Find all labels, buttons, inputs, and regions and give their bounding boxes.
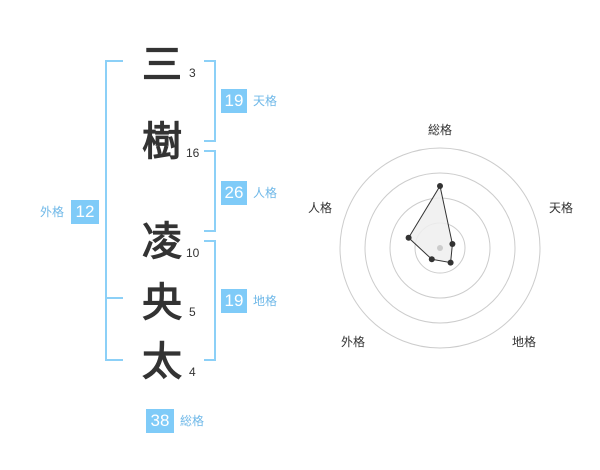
chikaku-badge: 19 — [221, 289, 247, 313]
gaikaku-label: 外格 — [40, 205, 65, 219]
jinkaku-badge: 26 — [221, 181, 247, 205]
stroke-count-1: 3 — [189, 66, 196, 80]
radar-label-gaikaku: 外格 — [341, 335, 366, 349]
chikaku-bracket — [204, 240, 216, 361]
radar-ring — [364, 172, 516, 324]
name-char-3: 凌 — [142, 219, 182, 265]
gaikaku-bracket — [105, 60, 123, 361]
jinkaku-label: 人格 — [253, 186, 278, 200]
stroke-count-4: 5 — [189, 305, 196, 319]
name-char-1: 三 — [142, 42, 182, 88]
radar-label-chikaku: 地格 — [512, 335, 537, 349]
radar-point-3 — [447, 259, 454, 266]
tenkaku-badge: 19 — [221, 89, 247, 113]
soukaku-label: 総格 — [180, 414, 205, 428]
chikaku-label: 地格 — [253, 294, 278, 308]
gaikaku-badge: 12 — [71, 200, 99, 224]
tenkaku-bracket — [204, 60, 216, 142]
radar-shape — [407, 184, 453, 264]
name-char-5: 太 — [142, 339, 182, 385]
soukaku-badge: 38 — [146, 409, 174, 433]
radar-point-1 — [437, 183, 443, 189]
stroke-count-5: 4 — [189, 365, 196, 379]
radar-ring — [339, 147, 541, 349]
stroke-count-2: 16 — [186, 146, 200, 160]
name-char-2: 樹 — [142, 119, 182, 165]
radar-label-jinkaku: 人格 — [308, 201, 333, 215]
radar-point-5 — [405, 234, 412, 241]
gaikaku-bracket-split — [105, 297, 123, 299]
name-char-4: 央 — [142, 280, 182, 326]
radar-point-2 — [449, 241, 456, 247]
radar-label-tenkaku: 天格 — [549, 201, 574, 215]
stroke-count-3: 10 — [186, 246, 200, 260]
radar-label-soukaku: 総格 — [428, 123, 453, 137]
radar-point-4 — [428, 256, 435, 263]
tenkaku-label: 天格 — [253, 94, 278, 108]
jinkaku-bracket — [204, 150, 216, 232]
radar-center — [437, 245, 443, 251]
